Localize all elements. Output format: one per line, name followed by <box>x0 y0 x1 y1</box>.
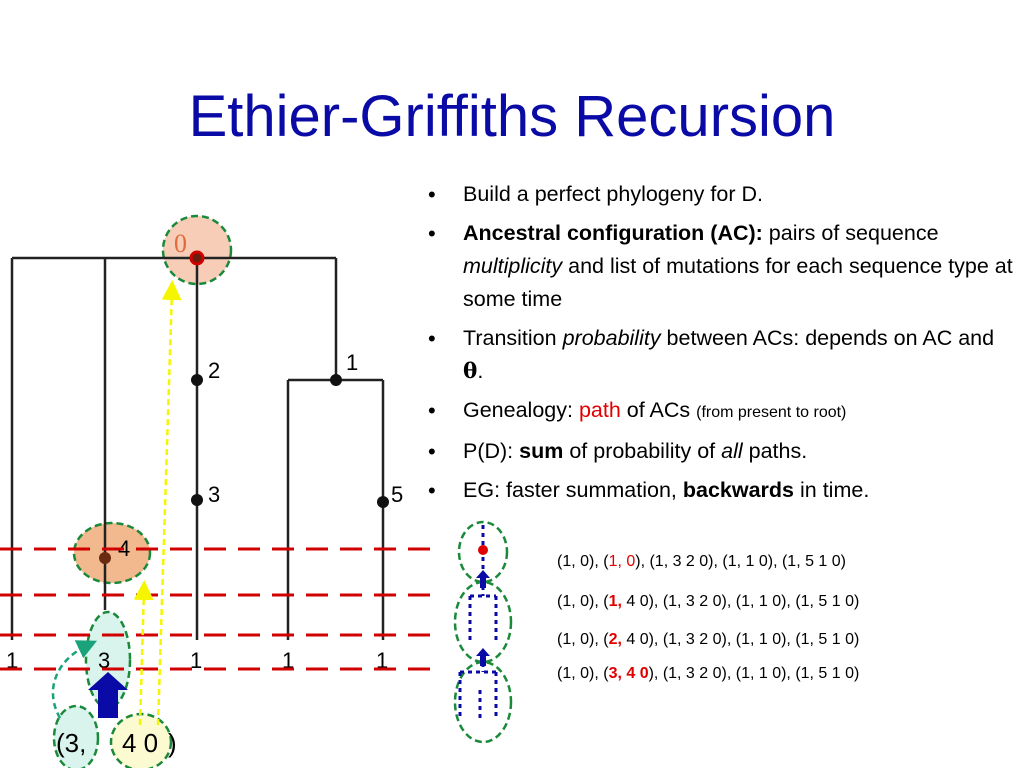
mutation-5-dot <box>377 496 389 508</box>
mutation-dots <box>99 250 389 564</box>
leaf-count: 1 <box>190 648 202 673</box>
root-node <box>189 250 205 266</box>
ac-row-3: (1, 0), (2, 4 0), (1, 3 2 0), (1, 1 0), … <box>557 631 860 648</box>
mutation-4-highlight <box>72 521 152 585</box>
genealogy-icon-3 <box>453 655 513 744</box>
yellow-path-arrows <box>133 280 182 726</box>
mutation-2-dot <box>191 374 203 386</box>
ac-row-4: (1, 0), (3, 4 0), (1, 3 2 0), (1, 1 0), … <box>557 665 860 682</box>
mutation-label-2: 2 <box>208 358 220 383</box>
leaf-count: 1 <box>282 648 294 673</box>
slide-title: Ethier-Griffiths Recursion <box>188 84 836 149</box>
mutation-4-dot <box>99 552 111 564</box>
bullet-item: EG: faster summation, backwards in time. <box>428 474 1018 507</box>
mutation-label-1: 1 <box>346 350 358 375</box>
bottom-config-right: ) <box>168 728 177 758</box>
root-highlight-circle <box>161 214 233 286</box>
bottom-config-mid: 4 0 <box>122 728 158 758</box>
ac-row-1: (1, 0), (1, 0), (1, 3 2 0), (1, 1 0), (1… <box>557 553 846 570</box>
tree-edges <box>10 256 385 640</box>
genealogy-icon-1 <box>457 520 509 584</box>
bullet-item: P(D): sum of probability of all paths. <box>428 435 1018 468</box>
bottom-3-highlight <box>52 704 100 768</box>
ac-row-2: (1, 0), (1, 4 0), (1, 3 2 0), (1, 1 0), … <box>557 593 860 610</box>
up-arrow-icon <box>476 570 490 666</box>
bullet-item: Genealogy: path of ACs (from present to … <box>428 394 1018 429</box>
mutation-1-dot <box>330 374 342 386</box>
bullet-item: Transition probability between ACs: depe… <box>428 322 1018 388</box>
mutation-label-5: 5 <box>391 482 403 507</box>
root-label: 0 <box>174 229 187 258</box>
mutation-label-4: 4 <box>118 536 130 561</box>
time-slice-lines <box>0 547 432 671</box>
leaf-count: 3 <box>98 648 110 673</box>
leaf-count: 1 <box>376 648 388 673</box>
bottom-config-left: (3, <box>56 728 86 758</box>
bullet-list: Build a perfect phylogeny for D. Ancestr… <box>428 178 1018 513</box>
navy-up-arrow-icon <box>88 672 128 718</box>
bullet-item: Build a perfect phylogeny for D. <box>428 178 1018 211</box>
mutation-3-dot <box>191 494 203 506</box>
leaf-count: 1 <box>6 648 18 673</box>
mutation-label-3: 3 <box>208 482 220 507</box>
teal-curved-arrow <box>51 640 98 719</box>
bullet-item: Ancestral configuration (AC): pairs of s… <box>428 217 1018 316</box>
